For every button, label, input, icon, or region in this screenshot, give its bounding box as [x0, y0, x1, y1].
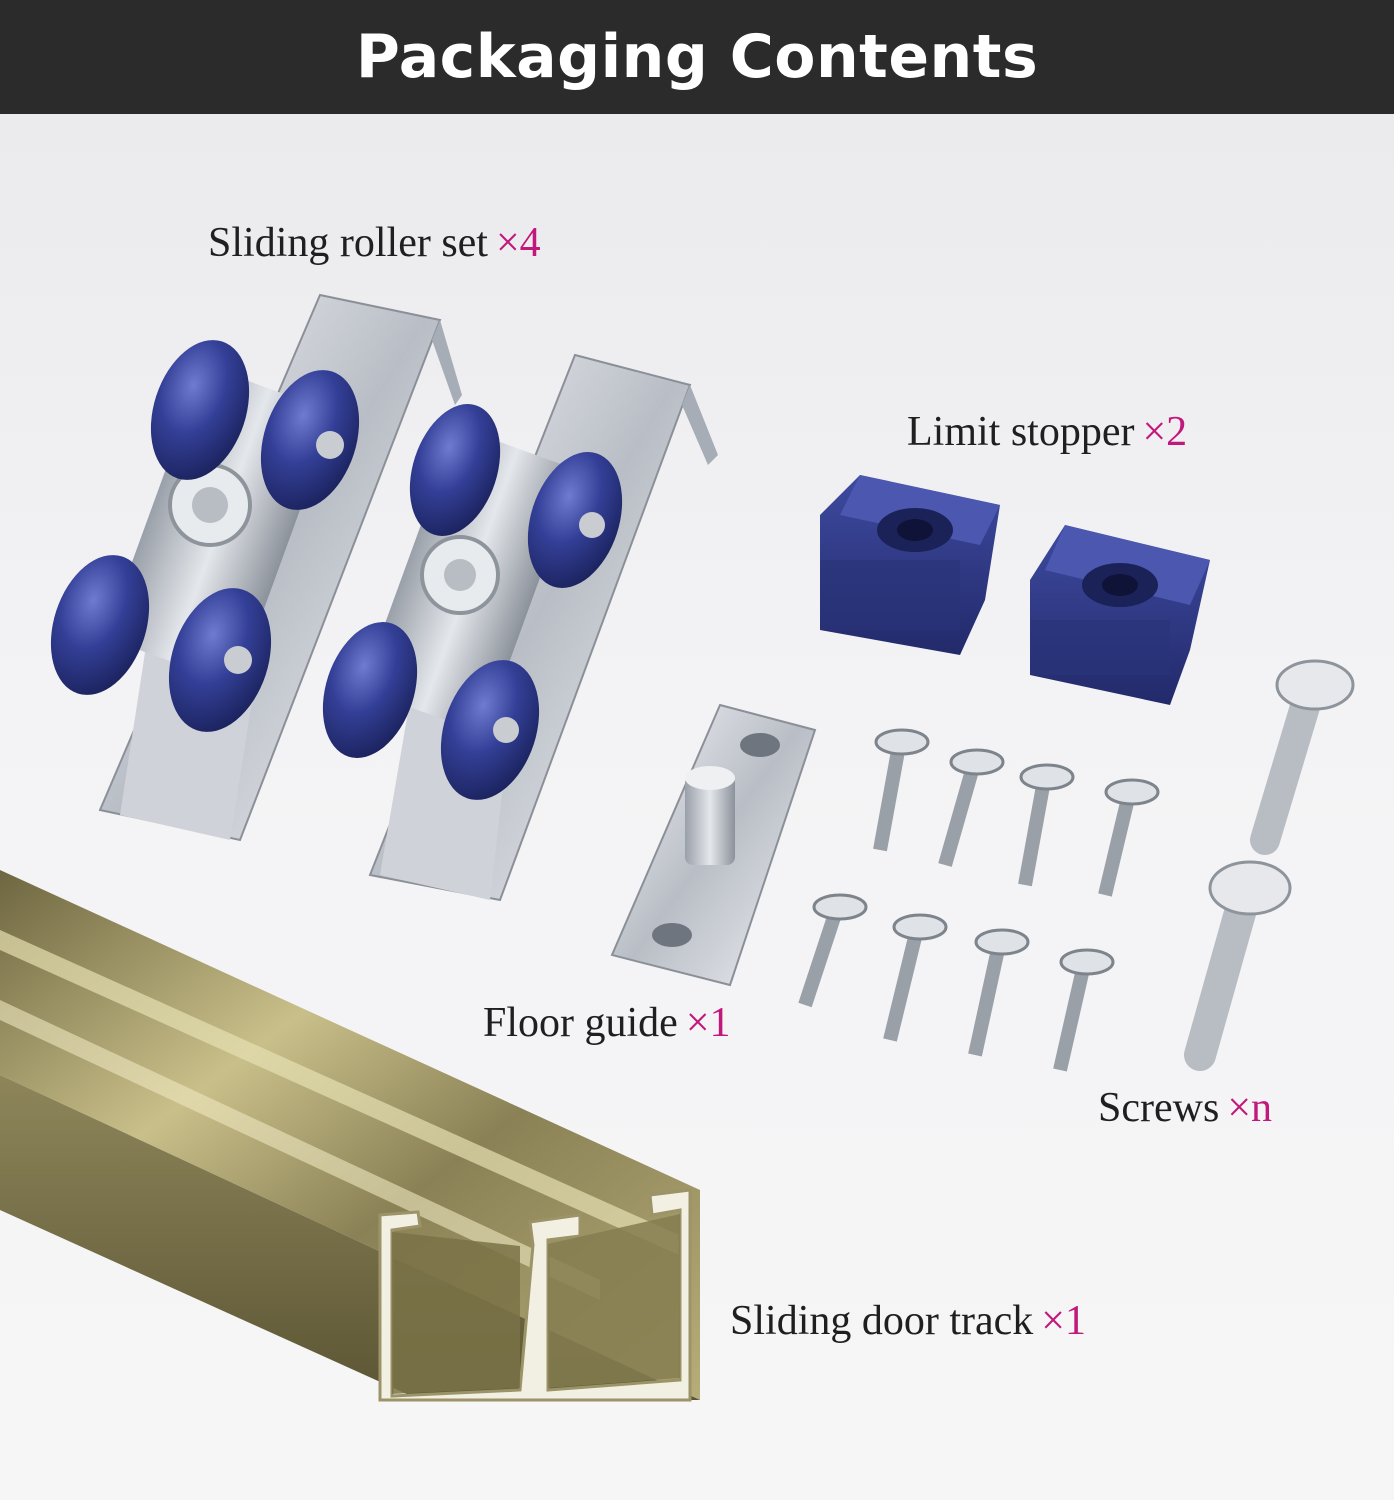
stopper-qty: ×2 — [1142, 409, 1188, 455]
label-roller-set: Sliding roller set×4 — [208, 222, 541, 264]
track-name: Sliding door track — [730, 1298, 1034, 1344]
header-bar: Packaging Contents — [0, 0, 1394, 114]
roller-set-2 — [322, 353, 718, 902]
screws-group — [798, 659, 1355, 1072]
label-floor-guide: Floor guide×1 — [483, 1002, 731, 1044]
page-title: Packaging Contents — [355, 22, 1039, 92]
limit-stopper-2 — [1030, 525, 1210, 705]
stopper-name: Limit stopper — [907, 409, 1135, 455]
label-limit-stopper: Limit stopper×2 — [907, 411, 1187, 453]
roller-name: Sliding roller set — [208, 220, 488, 266]
roller-qty: ×4 — [495, 220, 541, 266]
label-screws: Screws×n — [1098, 1087, 1272, 1129]
label-door-track: Sliding door track×1 — [730, 1300, 1086, 1342]
screws-qty: ×n — [1227, 1085, 1272, 1131]
product-illustration — [0, 293, 1355, 1402]
roller-set-1 — [50, 293, 462, 842]
guide-name: Floor guide — [483, 1000, 678, 1046]
sliding-door-track — [0, 870, 700, 1402]
track-qty: ×1 — [1041, 1298, 1086, 1344]
screws-name: Screws — [1098, 1085, 1220, 1131]
floor-guide — [610, 703, 817, 987]
limit-stopper-1 — [820, 475, 1000, 655]
guide-qty: ×1 — [685, 1000, 731, 1046]
